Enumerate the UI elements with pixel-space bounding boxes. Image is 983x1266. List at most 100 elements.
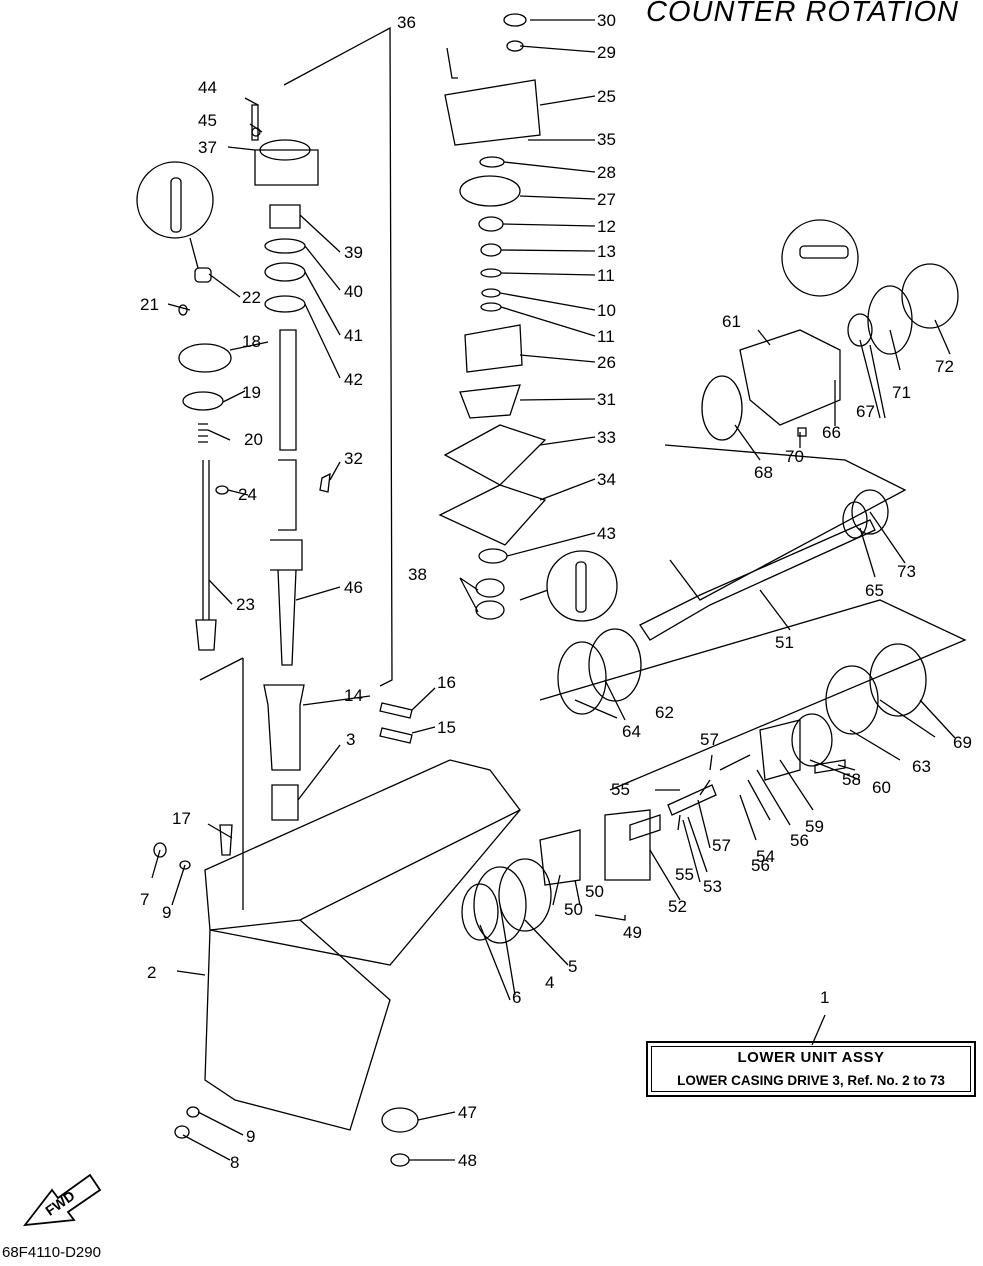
part-37 (254, 149, 319, 186)
part-34 (438, 484, 547, 546)
callout-57: 57 (700, 730, 719, 749)
part-62 (588, 628, 642, 702)
part-19 (182, 391, 224, 411)
callout-1: 1 (820, 988, 829, 1007)
callout-52: 52 (668, 897, 687, 916)
callout-33: 33 (597, 428, 616, 447)
callout-40: 40 (344, 282, 363, 301)
part-48 (390, 1153, 410, 1167)
callout-55: 55 (611, 780, 630, 799)
fwd-arrow-icon (23, 1173, 102, 1227)
callout-5: 5 (568, 957, 577, 976)
callout-50: 50 (585, 882, 604, 901)
part-3 (271, 784, 299, 821)
assembly-outlines (136, 13, 967, 1167)
part-25 (444, 79, 541, 146)
callout-47: 47 (458, 1103, 477, 1122)
part-58 (814, 759, 846, 774)
driveshaft-upper (279, 329, 297, 451)
diagram-code: 68F4110-D290 (2, 1244, 101, 1261)
callout-60: 60 (872, 778, 891, 797)
part-18 (178, 343, 232, 373)
part-33 (443, 424, 547, 486)
part-53 (667, 784, 717, 816)
callout-69: 69 (953, 733, 972, 752)
callout-49: 49 (623, 923, 642, 942)
callout-70: 70 (785, 447, 804, 466)
part-42 (264, 295, 306, 313)
callout-12: 12 (597, 217, 616, 236)
callout-44: 44 (198, 78, 217, 97)
part-52 (629, 814, 661, 841)
callout-25: 25 (597, 87, 616, 106)
callout-28: 28 (597, 163, 616, 182)
callout-54: 54 (756, 847, 775, 866)
callout-27: 27 (597, 190, 616, 209)
callout-73: 73 (897, 562, 916, 581)
detail-circle-mid (546, 550, 618, 622)
part-38b (475, 600, 505, 620)
guide-line-left (199, 657, 244, 910)
page-title: COUNTER ROTATION (646, 0, 959, 28)
callout-6: 6 (512, 988, 521, 1007)
callout-8: 8 (230, 1153, 239, 1172)
part-15 (379, 727, 413, 744)
part-11b (480, 302, 502, 312)
callout-53: 53 (703, 877, 722, 896)
callout-45: 45 (198, 111, 217, 130)
part-49 (604, 809, 651, 881)
callout-37: 37 (198, 138, 217, 157)
part-65 (842, 501, 868, 539)
part-68 (701, 375, 743, 441)
callout-19: 19 (242, 383, 261, 402)
callout-42: 42 (344, 370, 363, 389)
callout-36: 36 (397, 13, 416, 32)
callout-64: 64 (622, 722, 641, 741)
part-36 (446, 47, 458, 79)
callout-17: 17 (172, 809, 191, 828)
part-14 (263, 684, 305, 771)
callout-61: 61 (722, 312, 741, 331)
lower-casing-top (204, 759, 521, 931)
callout-7: 7 (140, 890, 149, 909)
callout-30: 30 (597, 11, 616, 30)
callout-58: 58 (842, 770, 861, 789)
callout-20: 20 (244, 430, 263, 449)
callout-22: 22 (242, 288, 261, 307)
part-4 (473, 866, 527, 944)
part-72 (901, 263, 959, 329)
callout-43: 43 (597, 524, 616, 543)
callout-24: 24 (238, 485, 257, 504)
callout-2: 2 (147, 963, 156, 982)
callout-67: 67 (856, 402, 875, 421)
part-6 (461, 883, 499, 941)
callout-59: 59 (805, 817, 824, 836)
part-26 (464, 324, 523, 373)
part-73 (851, 489, 889, 535)
guide-line-shaft (283, 26, 393, 687)
guide-line-upper-right (664, 444, 907, 601)
part-21 (178, 304, 188, 316)
callout-56: 56 (751, 856, 770, 875)
part-63 (825, 665, 879, 735)
part-46 (270, 459, 303, 666)
part-7 (153, 842, 167, 858)
part-22 (202, 460, 210, 620)
part-20 (194, 267, 212, 283)
callout-9: 9 (246, 1127, 255, 1146)
callout-38: 38 (408, 565, 427, 584)
part-16 (379, 702, 413, 719)
callout-31: 31 (597, 390, 616, 409)
part-60 (791, 713, 833, 767)
part-24 (198, 423, 208, 443)
callout-11: 11 (597, 327, 615, 346)
part-11a (480, 268, 502, 278)
part-2 (204, 919, 391, 1131)
part-43 (478, 548, 508, 564)
part-10 (481, 288, 501, 298)
part-47 (381, 1107, 419, 1133)
callout-62: 62 (655, 703, 674, 722)
callout-4: 4 (545, 973, 554, 992)
